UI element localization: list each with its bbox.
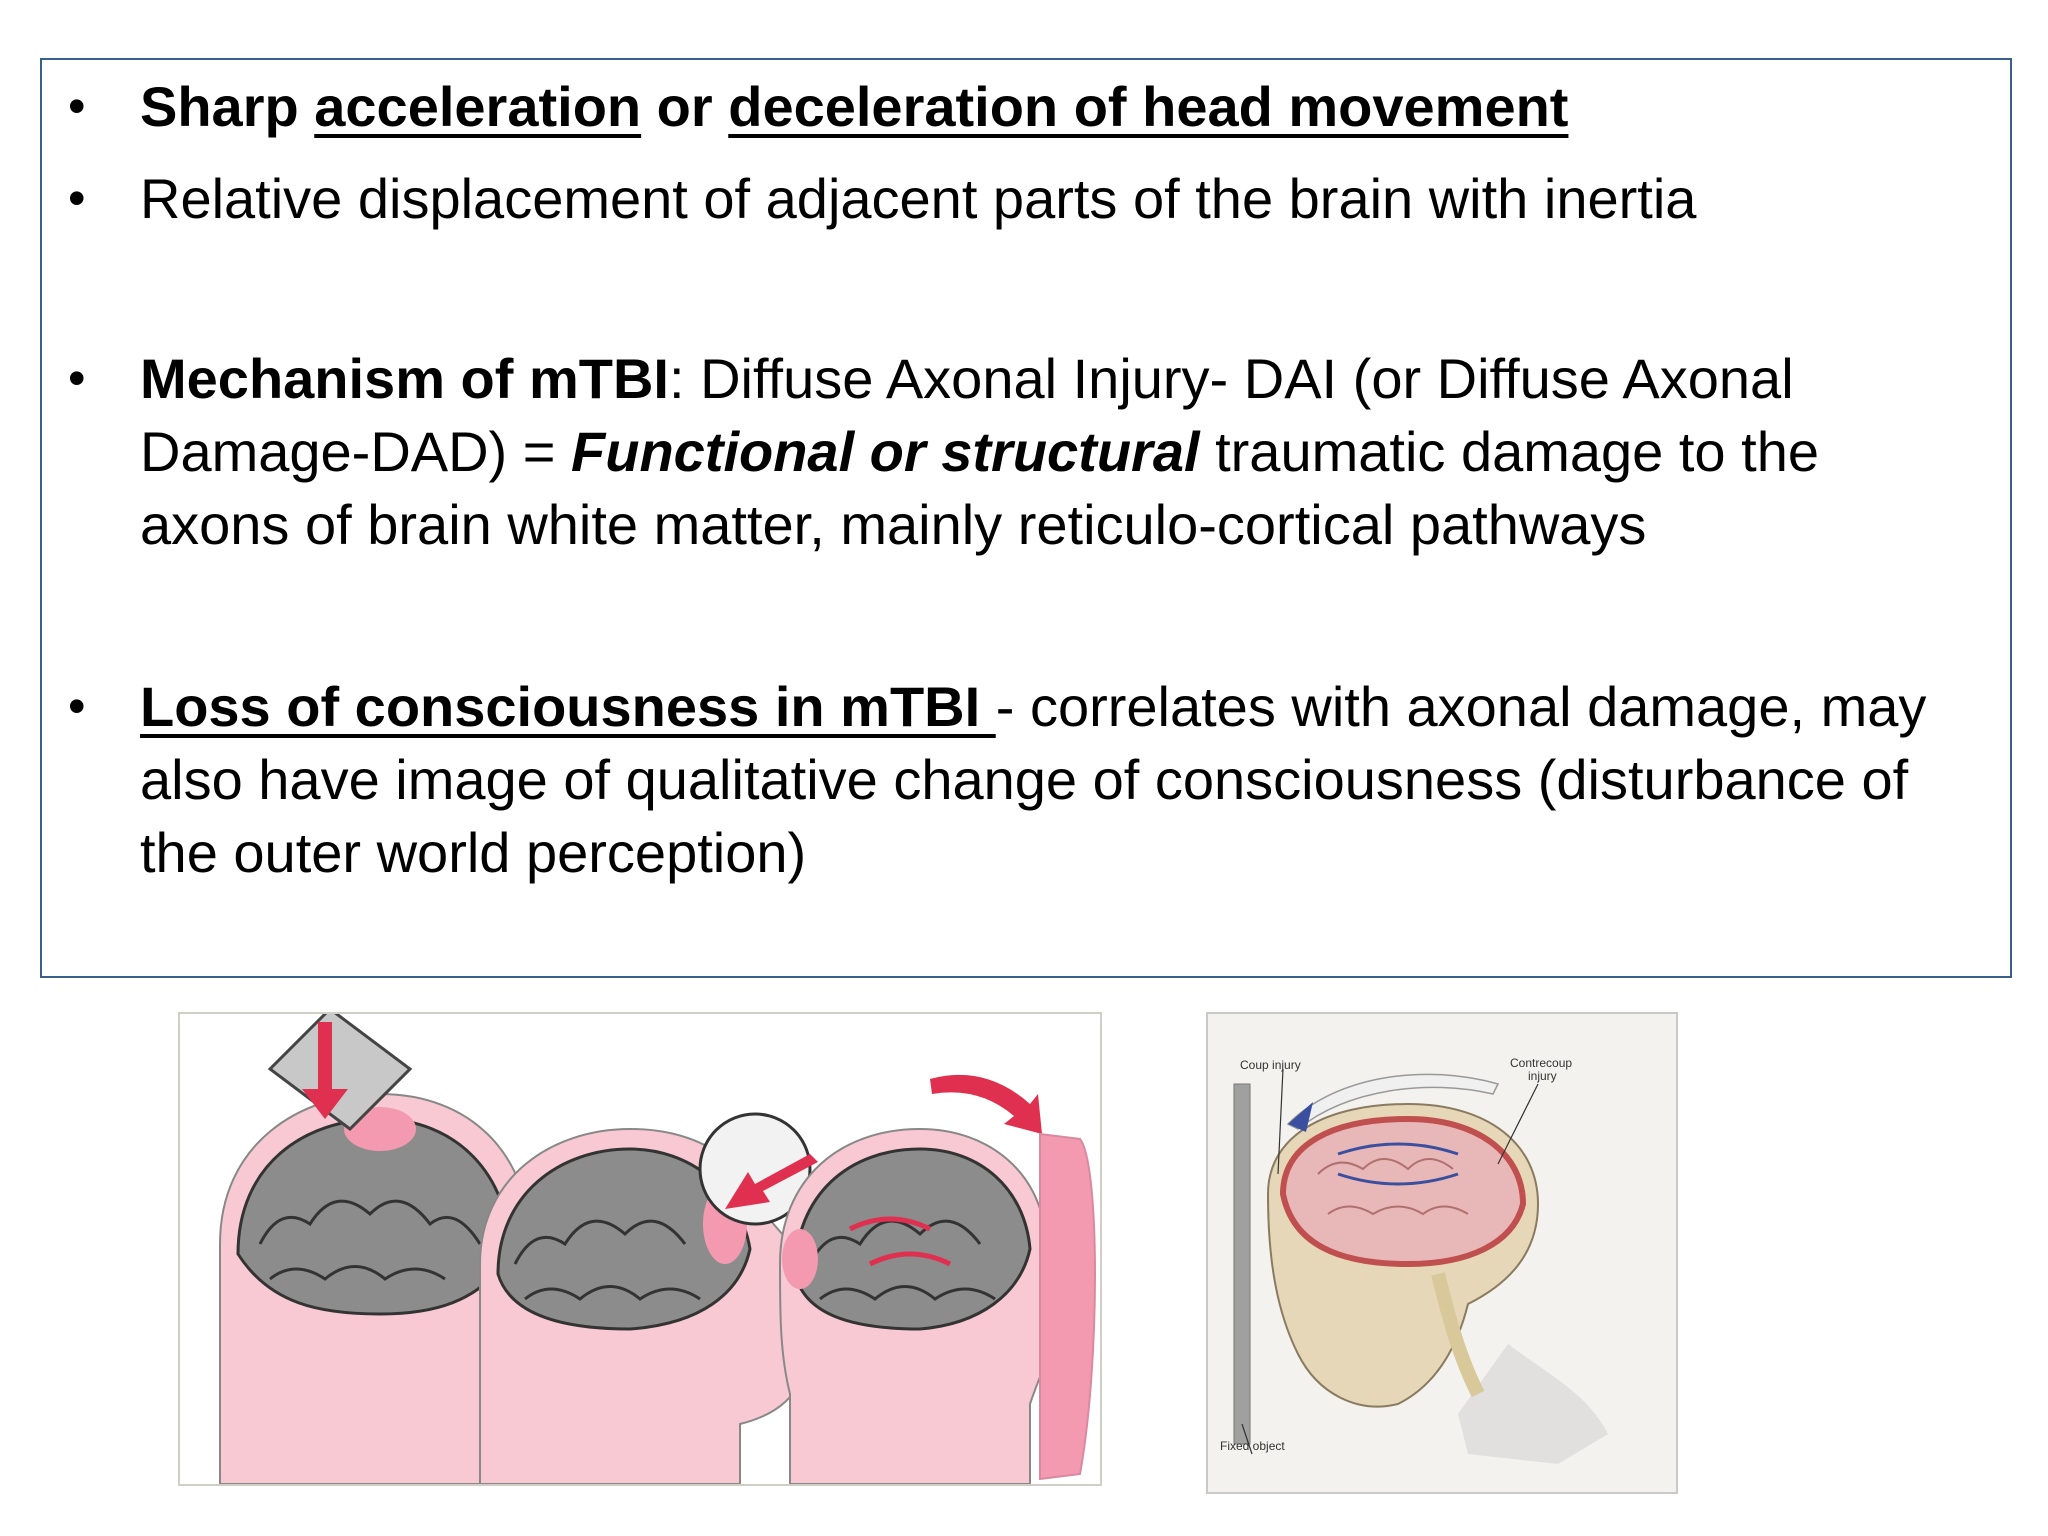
fixed-object-label: Fixed object <box>1220 1439 1285 1453</box>
rotation-arrow-icon <box>930 1074 1042 1134</box>
bullet-1-or: or <box>641 75 729 138</box>
down-arrow-icon <box>302 1022 348 1119</box>
bullet-1-text: Sharp acceleration or deceleration of he… <box>140 70 1972 143</box>
bullet-4-body: - correlates with axonal damage, may als… <box>140 675 1927 884</box>
bullet-1-underlined-acceleration: acceleration <box>314 75 642 138</box>
blue-arrow-icon <box>1337 1142 1459 1156</box>
bullet-2-text: Relative displacement of adjacent parts … <box>140 167 1697 230</box>
diagonal-arrow-icon <box>725 1154 818 1209</box>
head-hitting-wall <box>778 1074 1096 1485</box>
bullet-4-bold-underlined: Loss of consciousness in mTBI <box>140 675 996 738</box>
contrecoup-label-line1: Contrecoup <box>1510 1056 1572 1070</box>
bullet-dot: • <box>68 170 86 226</box>
bullet-3-bold-italic: Functional or structural <box>571 420 1200 483</box>
coup-injury-label: Coup injury <box>1240 1058 1301 1072</box>
head-impact-drawing <box>219 1007 1096 1485</box>
bullet-3-text: Mechanism of mTBI: Diffuse Axonal Injury… <box>140 342 1972 561</box>
coup-contrecoup-drawing: Coup injury Contrecoup injury Fixed obje… <box>1220 1056 1608 1464</box>
bullet-dot: • <box>68 350 86 406</box>
red-curve-arrow-icon <box>848 1216 932 1232</box>
contrecoup-label-line2: injury <box>1528 1069 1557 1083</box>
brain-icon <box>1279 1115 1527 1268</box>
bullet-1-bold-lead: Sharp <box>140 75 315 138</box>
head-flying-object <box>478 1112 842 1485</box>
bullet-3-body-2: traumatic damage to the axons of brain w… <box>140 420 1819 556</box>
bullet-3-body-1: : Diffuse Axonal Injury- DAI (or Diffuse… <box>140 347 1794 483</box>
bullet-3-bold-heading: Mechanism of mTBI <box>140 347 669 410</box>
bullet-text-box: • Sharp acceleration or deceleration of … <box>40 58 2012 978</box>
blue-arrow-icon <box>1337 1172 1459 1186</box>
wall-icon <box>1039 1132 1096 1481</box>
red-curve-arrow-icon <box>868 1251 952 1267</box>
head-falling-object <box>219 1007 532 1485</box>
head-impact-illustration <box>178 1007 1102 1486</box>
bullet-dot: • <box>68 678 86 734</box>
bullet-1-underlined-deceleration: deceleration of head movement <box>728 75 1569 138</box>
fixed-object-wall-icon <box>1233 1083 1251 1445</box>
motion-arrow-icon <box>1286 1073 1500 1130</box>
coup-contrecoup-illustration: Coup injury Contrecoup injury Fixed obje… <box>1206 1012 1678 1494</box>
shadow-icon <box>1458 1344 1608 1464</box>
bullet-dot: • <box>68 78 86 134</box>
ball-icon <box>698 1112 812 1226</box>
spine-icon <box>1431 1272 1485 1398</box>
bullet-4-text: Loss of consciousness in mTBI - correlat… <box>140 670 1972 889</box>
